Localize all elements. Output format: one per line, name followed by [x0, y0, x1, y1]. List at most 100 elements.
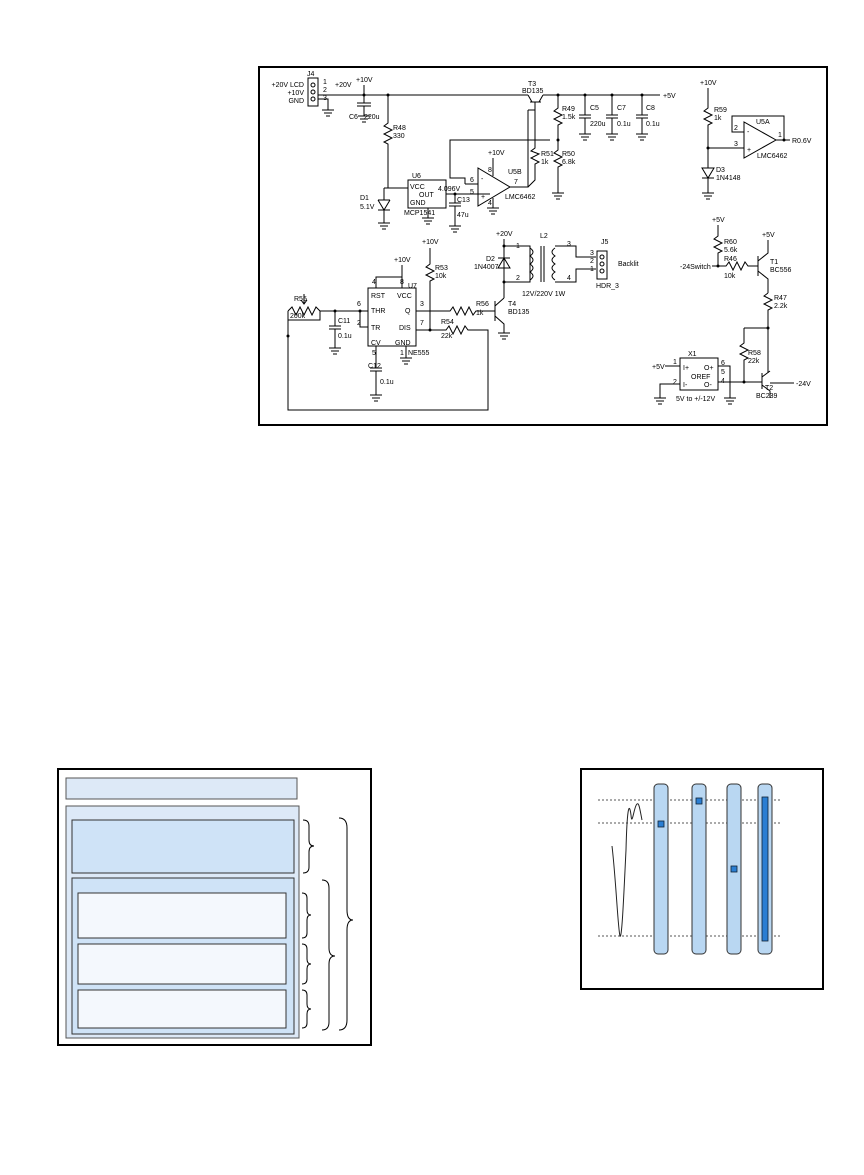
resistor-r51: R51 1k	[527, 110, 554, 188]
u5a-r59-supply: +10V	[700, 80, 717, 87]
r48-ref: R48	[393, 125, 406, 132]
x1-pinnum-5: 5	[721, 369, 725, 376]
c8-ref: C8	[646, 105, 655, 112]
x1-desc: 5V to +/-12V	[676, 396, 715, 403]
r46-value: 10k	[724, 273, 736, 280]
u7-pinnum-1: 1	[400, 350, 404, 357]
capacitors-c5-c7-c8: C5 220u C7 0.1u C8 0.1u	[579, 93, 660, 141]
r60-value: 5.6k	[724, 247, 738, 254]
t2-output-24v: -24V	[796, 381, 811, 388]
c12-value: 0.1u	[380, 379, 394, 386]
c6-value: 220u	[364, 114, 380, 121]
u7-pin-vcc: VCC	[397, 293, 412, 300]
r50-value: 6.8k	[562, 159, 576, 166]
upper-block	[71, 819, 295, 874]
t2-part: BC239	[756, 393, 778, 400]
u5b-pin7: 7	[514, 179, 518, 186]
r46-ref: R46	[724, 256, 737, 263]
c8-value: 0.1u	[646, 121, 660, 128]
r50-ref: R50	[562, 151, 575, 158]
switch-section: +5V R60 5.6k -24Switch R46 10k +5V T1 BC…	[680, 217, 811, 400]
u5a-pin2: 2	[734, 125, 738, 132]
connector-j4: J4 +20V LCD +10V GND 1 2 3 +20V	[272, 71, 352, 117]
j5-label: Backlit	[618, 261, 639, 268]
r48-value: 330	[393, 133, 405, 140]
c5-value: 220u	[590, 121, 606, 128]
u6-pin-vcc: VCC	[410, 184, 425, 191]
r49-ref: R49	[562, 106, 575, 113]
u6-vout: 4.096V	[438, 186, 461, 193]
r47-ref: R47	[774, 295, 787, 302]
x1-pinnum-1: 1	[673, 359, 677, 366]
c13-ref: C13	[457, 197, 470, 204]
level-diagram-svg	[598, 783, 782, 955]
level-bar-2	[691, 783, 707, 955]
l2-pin3: 3	[567, 241, 571, 248]
t1-input-label: -24Switch	[680, 264, 711, 271]
u7-pin-dis: DIS	[399, 325, 411, 332]
u7-supply: +10V	[394, 257, 411, 264]
driver-network: +10V R53 10k R56 1k R54 22k T4 BD135	[416, 239, 530, 340]
j4-net-gnd: GND	[288, 98, 304, 105]
c12-ref: C12	[368, 363, 381, 370]
timer-u7: U7 NE555 RST THR TR CV VCC Q DIS GND 4 8…	[357, 257, 430, 365]
u7-pinnum-7: 7	[420, 320, 424, 327]
x1-pin-iminus: I-	[683, 382, 688, 389]
level-bar-1	[653, 783, 669, 955]
level-marker-2	[695, 797, 703, 805]
x1-pinnum-6: 6	[721, 360, 725, 367]
l2-pin2: 2	[516, 275, 520, 282]
r53-value: 10k	[435, 273, 447, 280]
t4-ref: T4	[508, 301, 516, 308]
u6-pin-out: OUT	[419, 192, 435, 199]
u7-part: NE555	[408, 350, 430, 357]
resistor-r48: R48 330	[382, 93, 406, 188]
timing-network: R55 200k C11 0.1u C12 0.1u	[286, 294, 489, 411]
x1-pin-iplus: I+	[683, 365, 689, 372]
r56-ref: R56	[476, 301, 489, 308]
opamp-u5b: U5B LMC6462 +10V 6 5 7 8 4 - +	[449, 110, 550, 215]
c6-ref: C6	[349, 114, 358, 121]
u5a-output: R0.6V	[792, 138, 812, 145]
t3-part: BD135	[522, 88, 544, 95]
u5b-pin8: 8	[488, 167, 492, 174]
u5b-sign-plus: +	[481, 194, 485, 201]
u5b-ref: U5B	[508, 169, 522, 176]
t1-supply: +5V	[762, 232, 775, 239]
c5-ref: C5	[590, 105, 599, 112]
opamp-u5a-section: +10V R59 1k D3 1N4148 U5A LMC6462 2 3 1 …	[700, 80, 812, 200]
j4-pin2: 2	[323, 87, 327, 94]
u7-pin-q: Q	[405, 308, 411, 315]
u5b-pin4: 4	[488, 200, 492, 207]
top-bar-block	[65, 777, 298, 800]
level-fill-4	[761, 796, 769, 942]
inner-block-2	[77, 943, 287, 985]
c7-ref: C7	[617, 105, 626, 112]
brace-all	[338, 817, 354, 1031]
u7-pinnum-6: 6	[357, 301, 361, 308]
r55-value: 200k	[290, 313, 306, 320]
u7-pinnum-5: 5	[372, 350, 376, 357]
t1-ref: T1	[770, 259, 778, 266]
u7-pinnum-3: 3	[420, 301, 424, 308]
u5b-pin5: 5	[470, 189, 474, 196]
r49-value: 1.5k	[562, 114, 576, 121]
schematic-diagram: J4 +20V LCD +10V GND 1 2 3 +20V +10V +5V…	[258, 66, 828, 426]
r59-value: 1k	[714, 115, 722, 122]
c13-value: 47u	[457, 212, 469, 219]
r51-value: 1k	[541, 159, 549, 166]
u7-pinnum-4: 4	[372, 279, 376, 286]
u5a-ref: U5A	[756, 119, 770, 126]
t4-supply-20v: +20V	[496, 231, 513, 238]
l2-pin4: 4	[567, 275, 571, 282]
c11-value: 0.1u	[338, 333, 352, 340]
u6-ref: U6	[412, 173, 421, 180]
r55-ref: R55	[294, 296, 307, 303]
u7-pinnum-2: 2	[357, 320, 361, 327]
t1-part: BC556	[770, 267, 792, 274]
u5b-part: LMC6462	[505, 194, 535, 201]
u5a-part: LMC6462	[757, 153, 787, 160]
r58-ref: R58	[748, 350, 761, 357]
brace-inner-3	[301, 989, 312, 1029]
output-5v-label: +5V	[663, 93, 676, 100]
